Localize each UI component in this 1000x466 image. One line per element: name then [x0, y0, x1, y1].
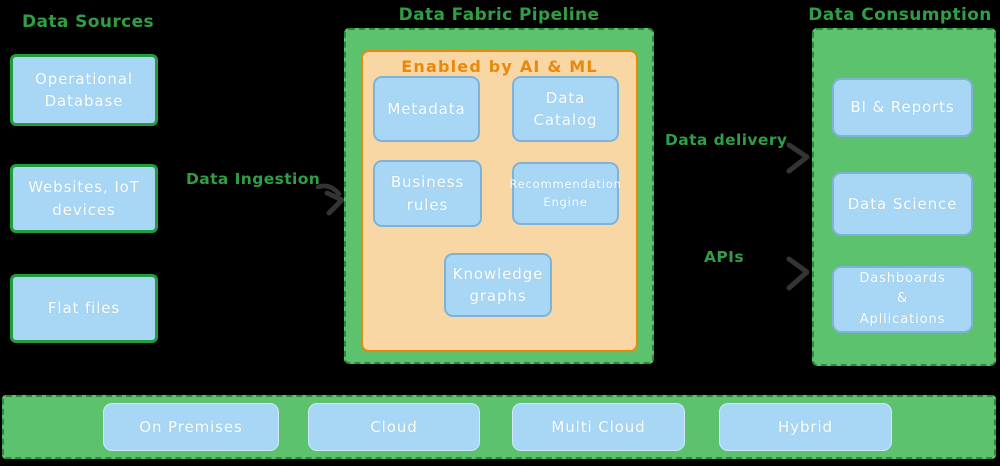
delivery-arrow-icon — [786, 142, 812, 174]
consumption-title: Data Consumption — [808, 5, 992, 25]
pipeline-box-business-rules: Business rules — [373, 160, 482, 227]
infra-box-on-premises: On Premises — [103, 403, 279, 451]
consumption-box-bi-reports: BI & Reports — [832, 78, 973, 137]
ingestion-label: Data Ingestion — [186, 170, 321, 188]
pipeline-box-data-catalog: Data Catalog — [512, 76, 619, 142]
consumption-box-data-science: Data Science — [832, 172, 973, 236]
apis-arrow-icon — [786, 255, 812, 291]
pipeline-title: Data Fabric Pipeline — [398, 5, 600, 25]
consumption-box-dashboards-applications: Dashboards & Apllications — [832, 266, 973, 333]
delivery-label: Data delivery — [665, 131, 788, 149]
pipeline-box-metadata: Metadata — [373, 76, 480, 142]
source-box-flat-files: Flat files — [10, 274, 158, 343]
source-box-websites-iot: Websites, IoT devices — [10, 164, 158, 233]
infra-box-hybrid: Hybrid — [719, 403, 892, 451]
pipeline-box-knowledge-graphs: Knowledge graphs — [444, 253, 552, 317]
ai-ml-title: Enabled by AI & ML — [401, 57, 598, 76]
apis-label: APIs — [704, 248, 744, 266]
sources-title: Data Sources — [22, 12, 155, 32]
ingestion-arrow-icon — [316, 181, 348, 219]
source-box-operational-database: Operational Database — [10, 54, 158, 126]
infra-box-cloud: Cloud — [308, 403, 480, 451]
infra-box-multi-cloud: Multi Cloud — [512, 403, 685, 451]
pipeline-box-recommendation-engine: Recommendation Engine — [509, 162, 621, 225]
